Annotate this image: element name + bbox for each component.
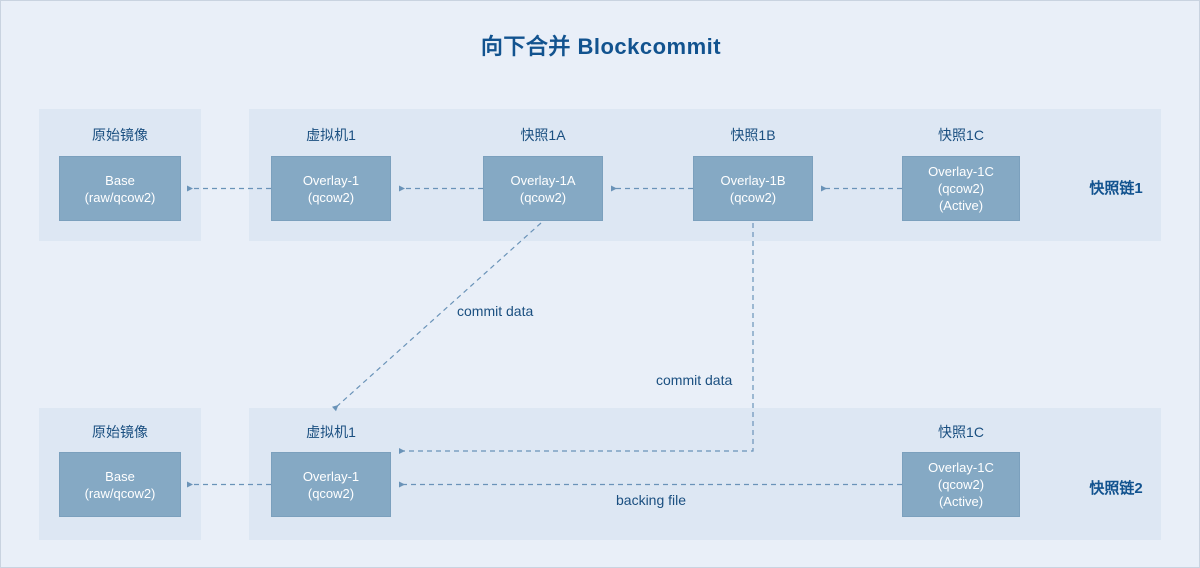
edge-label-commit-data-2: commit data (656, 372, 733, 388)
node-line: (raw/qcow2) (84, 485, 156, 501)
node-chain2-base[interactable]: Base (raw/qcow2) (59, 452, 181, 517)
caption-chain1-original-image: 原始镜像 (92, 127, 148, 143)
chain-label-1: 快照链1 (1089, 180, 1143, 197)
page-title: 向下合并 Blockcommit (480, 34, 722, 59)
node-line: (qcow2) (519, 189, 567, 205)
node-line: (Active) (938, 494, 984, 509)
node-chain1-overlay-1a[interactable]: Overlay-1A (qcow2) (483, 156, 603, 221)
node-line: (qcow2) (937, 181, 985, 196)
node-line: (qcow2) (937, 477, 985, 492)
caption-chain2-vm: 虚拟机1 (306, 424, 356, 440)
node-line: (qcow2) (307, 189, 355, 205)
node-line: (qcow2) (307, 485, 355, 501)
node-line: Overlay-1B (720, 172, 786, 188)
chain-label-2: 快照链2 (1089, 480, 1143, 497)
edge-label-commit-data-1: commit data (457, 303, 534, 319)
caption-chain2-snapshot-1c: 快照1C (938, 424, 984, 440)
node-line: (qcow2) (729, 189, 777, 205)
caption-chain2-original-image: 原始镜像 (92, 424, 148, 440)
node-line: Overlay-1A (510, 172, 576, 188)
caption-chain1-snapshot-1a: 快照1A (520, 127, 566, 143)
node-line: Base (105, 468, 135, 484)
node-chain2-overlay-1c[interactable]: Overlay-1C (qcow2) (Active) (902, 452, 1020, 517)
node-chain1-overlay-1b[interactable]: Overlay-1B (qcow2) (693, 156, 813, 221)
caption-chain1-vm: 虚拟机1 (306, 127, 356, 143)
node-line: Base (105, 172, 135, 188)
node-line: (Active) (938, 198, 984, 213)
caption-chain1-snapshot-1c: 快照1C (938, 127, 984, 143)
edge-label-backing-file: backing file (616, 492, 687, 508)
node-line: Overlay-1C (928, 460, 994, 475)
node-line: Overlay-1C (928, 164, 994, 179)
node-chain2-overlay-1[interactable]: Overlay-1 (qcow2) (271, 452, 391, 517)
node-chain1-overlay-1[interactable]: Overlay-1 (qcow2) (271, 156, 391, 221)
node-chain1-overlay-1c[interactable]: Overlay-1C (qcow2) (Active) (902, 156, 1020, 221)
node-line: Overlay-1 (302, 468, 360, 484)
caption-chain1-snapshot-1b: 快照1B (730, 127, 776, 143)
node-chain1-base[interactable]: Base (raw/qcow2) (59, 156, 181, 221)
node-line: (raw/qcow2) (84, 189, 156, 205)
node-line: Overlay-1 (302, 172, 360, 188)
